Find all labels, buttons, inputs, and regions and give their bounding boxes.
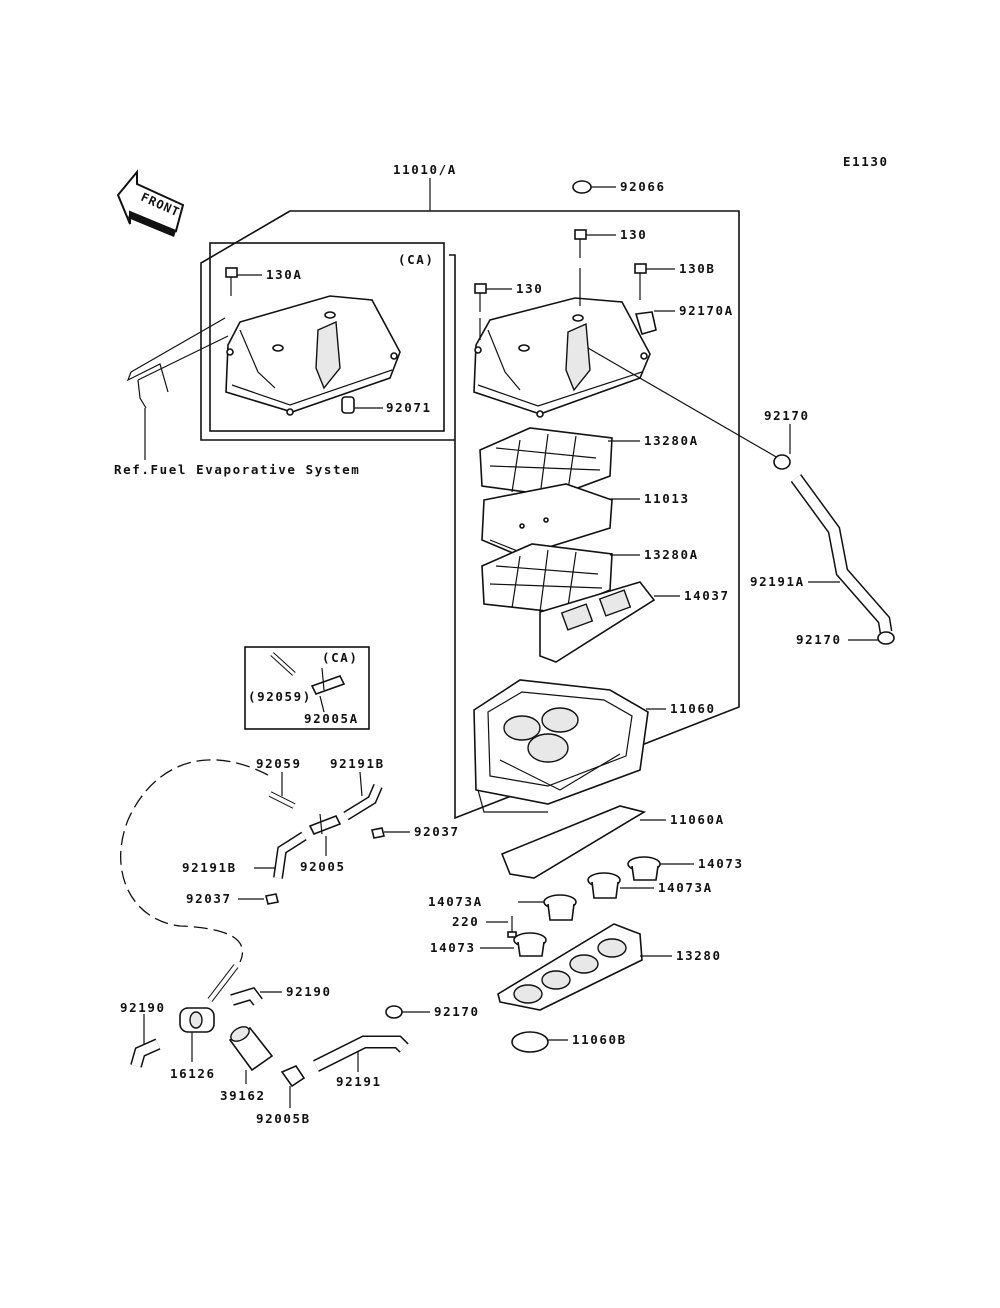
callout-92005A: 92005A <box>304 711 359 726</box>
callout-130B: 130B <box>679 261 716 276</box>
ca-label-inset: (CA) <box>322 650 359 665</box>
callout-14073-right: 14073 <box>698 856 744 871</box>
callout-92071: 92071 <box>386 400 432 415</box>
evap-bracket-icon <box>126 317 229 460</box>
joint-92005b-icon <box>280 1065 306 1108</box>
gasket-14037 <box>539 581 680 663</box>
duct-14073-left-icon <box>480 932 547 957</box>
callout-92059: 92059 <box>256 756 302 771</box>
hose-92059-icon <box>268 772 296 809</box>
callout-130-left: 130 <box>516 281 543 296</box>
callout-13280A-2: 13280A <box>644 547 699 562</box>
air-cleaner-cover <box>473 297 651 418</box>
clamp-92170-right-icon <box>773 424 791 470</box>
duct-14073a-left-icon <box>518 894 577 921</box>
callout-92170-rlow: 92170 <box>796 632 842 647</box>
hose-92190-mid-icon <box>230 987 282 1006</box>
callout-11060: 11060 <box>670 701 716 716</box>
clamp-92170-low-icon <box>385 1005 430 1019</box>
callout-14073A-right: 14073A <box>658 880 713 895</box>
ca-label-top: (CA) <box>398 252 435 267</box>
callout-130-top: 130 <box>620 227 647 242</box>
joint-92005-icon <box>308 813 342 856</box>
callout-92005: 92005 <box>300 859 346 874</box>
ca-inset-box-2 <box>244 646 370 730</box>
callout-14073-left: 14073 <box>430 940 476 955</box>
gasket-11060a <box>500 805 666 879</box>
callout-92066: 92066 <box>620 179 666 194</box>
duct-14073-right-icon <box>627 856 694 881</box>
callout-92170-right: 92170 <box>764 408 810 423</box>
callout-11060A: 11060A <box>670 812 725 827</box>
callout-92005B: 92005B <box>256 1111 311 1126</box>
air-filter-element-11013 <box>481 483 640 557</box>
callout-13280A-1: 13280A <box>644 433 699 448</box>
callout-92190-left: 92190 <box>120 1000 166 1015</box>
bolt-130b-icon <box>634 263 675 300</box>
air-cleaner-housing-11060 <box>473 679 666 813</box>
element-holder-13280a-upper <box>479 427 640 497</box>
callout-92170-low: 92170 <box>434 1004 480 1019</box>
callout-130A: 130A <box>266 267 303 282</box>
callout-92190-mid: 92190 <box>286 984 332 999</box>
filter-39162-icon <box>228 1026 274 1084</box>
front-arrow-icon: FRONT <box>116 169 185 237</box>
bracket-92170a-icon <box>634 310 675 335</box>
screw-220-icon <box>486 916 517 938</box>
callout-11010A: 11010/A <box>393 162 457 177</box>
ca-inset-box <box>209 242 445 432</box>
callout-92037-left: 92037 <box>186 891 232 906</box>
callout-13280: 13280 <box>676 948 722 963</box>
bolt-130-left-icon <box>474 283 512 340</box>
callout-16126: 16126 <box>170 1066 216 1081</box>
bolt-130-top-icon <box>574 229 616 306</box>
ref-note: Ref.Fuel Evaporative System <box>114 462 360 477</box>
callout-14073A-left: 14073A <box>428 894 483 909</box>
air-cleaner-cover-ca <box>225 295 401 416</box>
hose-92190-left-icon <box>130 1014 161 1068</box>
callout-92191B-left: 92191B <box>182 860 237 875</box>
hose-92059-inset-icon <box>270 652 296 676</box>
callout-92191: 92191 <box>336 1074 382 1089</box>
callout-92191A: 92191A <box>750 574 805 589</box>
duct-14073a-right-icon <box>587 872 654 899</box>
hose-92191-icon <box>313 1035 409 1072</box>
clamp-92170-rlow-icon <box>848 631 895 645</box>
callout-92037-right: 92037 <box>414 824 460 839</box>
valve-16126-icon <box>179 964 239 1062</box>
callout-11013: 11013 <box>644 491 690 506</box>
clip-92037-left-icon <box>238 893 279 905</box>
element-holder-13280a-lower <box>481 543 640 613</box>
cap-92071-icon <box>341 396 383 414</box>
clip-92037-right-icon <box>371 827 410 839</box>
cap-92066-icon <box>572 180 592 194</box>
vacuum-hose-dashed <box>120 759 269 963</box>
callout-11060B: 11060B <box>572 1032 627 1047</box>
diagram-code: E1130 <box>843 154 889 169</box>
callout-92191B-top: 92191B <box>330 756 385 771</box>
callout-14037: 14037 <box>684 588 730 603</box>
callout-220: 220 <box>452 914 479 929</box>
hose-92191b-left-icon <box>254 831 307 879</box>
hose-92191b-top-icon <box>343 771 383 821</box>
o-ring-11060b-icon <box>511 1031 568 1053</box>
holder-13280 <box>497 923 672 1011</box>
callout-92170A: 92170A <box>679 303 734 318</box>
joint-92005a-icon <box>310 667 346 713</box>
bolt-130a-icon <box>225 267 262 296</box>
callout-92059-inset: (92059) <box>248 689 312 704</box>
callout-39162: 39162 <box>220 1088 266 1103</box>
